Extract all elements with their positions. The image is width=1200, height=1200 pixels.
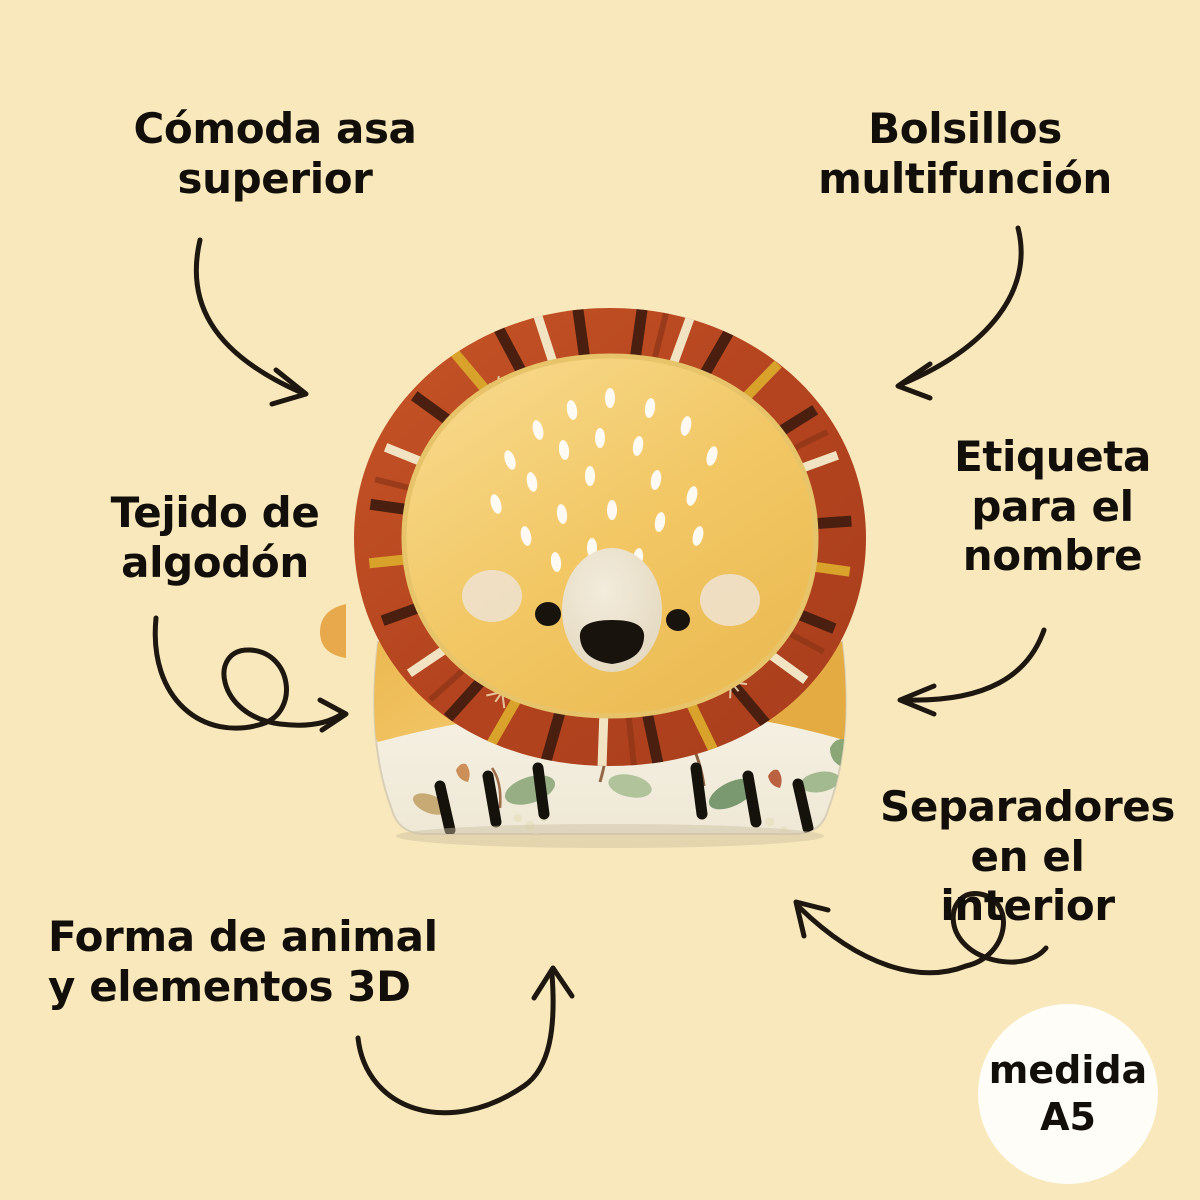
size-badge: medida A5 [978, 1004, 1158, 1184]
cheek-left [462, 570, 522, 622]
lion-face-flap [401, 353, 819, 719]
lion-ear-left [320, 604, 346, 658]
callout-label-forma: Forma de animal y elementos 3D [48, 912, 438, 1011]
arrow-etiqueta [897, 627, 1047, 717]
callout-label-asa: Cómoda asa superior [133, 104, 417, 203]
arrow-asa [193, 237, 309, 407]
cheek-right [700, 574, 760, 626]
callout-label-tejido: Tejido de algodón [110, 488, 320, 587]
size-badge-line1: medida [988, 1047, 1148, 1092]
nose [579, 620, 645, 664]
callout-label-bolsillos: Bolsillos multifunción [818, 104, 1112, 203]
dash-pattern [490, 388, 718, 592]
eye-right [666, 609, 690, 631]
product-image-lion-backpack [300, 270, 920, 910]
callout-label-separadores: Separadores en el interior [880, 782, 1175, 931]
callout-label-etiqueta: Etiqueta para el nombre [954, 432, 1151, 581]
eye-left [535, 602, 561, 626]
size-badge-line2: A5 [1040, 1095, 1096, 1139]
